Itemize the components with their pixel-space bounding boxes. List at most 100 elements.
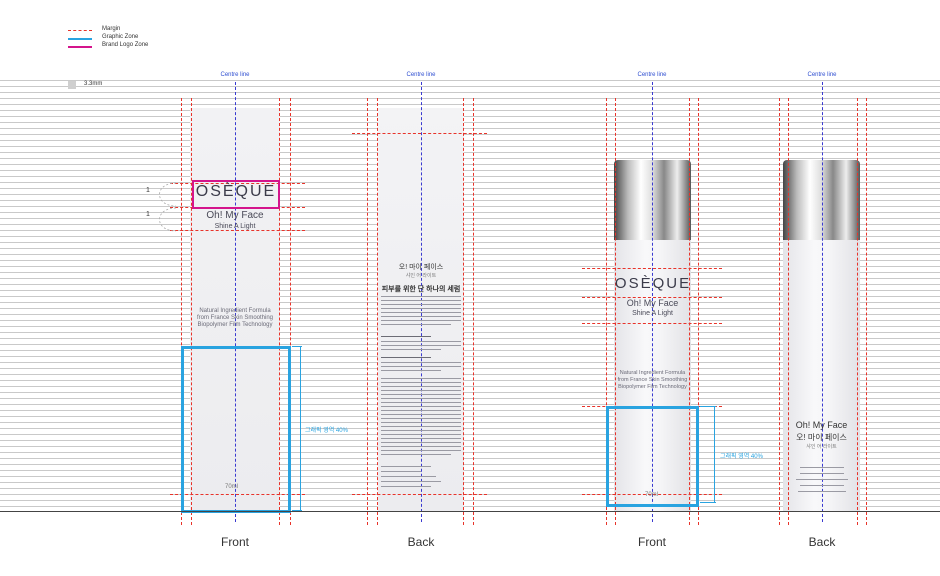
box-front-centre-label: Centre line <box>220 72 250 78</box>
box-front-brand: OSÈQUE <box>195 183 277 200</box>
text-line <box>381 308 461 309</box>
text-line <box>381 398 461 399</box>
bottle-front-centre-line <box>652 82 653 522</box>
legend-logo-swatch <box>68 46 92 48</box>
description-line: Biopolymer Film Technology <box>197 322 273 328</box>
text-line <box>381 406 461 407</box>
bottle-front-margin <box>698 98 699 525</box>
text-line <box>381 446 461 447</box>
text-line <box>381 341 461 342</box>
box-front-centre-line <box>235 82 236 522</box>
text-line <box>381 476 436 477</box>
dimension-tick <box>292 346 302 347</box>
box-back-centre-line <box>421 82 422 522</box>
bottle-back-subtitle: 샤인 어 라이트 <box>806 444 837 450</box>
dimension-tick <box>292 510 302 511</box>
bottle-back-cap <box>783 160 860 240</box>
scale-label: 3.3mm <box>84 81 103 87</box>
bottle-front-dimension-line <box>714 406 715 502</box>
box-front-margin <box>170 183 305 184</box>
bottle-front-centre-label: Centre line <box>637 72 667 78</box>
text-line <box>381 366 461 367</box>
text-line <box>381 349 441 350</box>
text-line <box>381 438 461 439</box>
text-line <box>381 434 461 435</box>
text-line <box>798 491 846 492</box>
ground-line <box>0 511 940 512</box>
text-line <box>381 486 431 487</box>
box-front-description: Natural Ingredient Formula from France S… <box>185 308 285 329</box>
bottle-back-centre-line <box>822 82 823 522</box>
text-line <box>381 300 461 301</box>
legend-graphic-label: Graphic Zone <box>102 34 139 40</box>
bottle-front-tagline: Shine A Light <box>632 310 673 317</box>
box-back-margin <box>352 494 487 495</box>
text-line <box>381 422 461 423</box>
text-line <box>381 426 461 427</box>
bottle-front-description: Natural Ingredient Formula from France S… <box>604 370 701 391</box>
text-line <box>381 410 461 411</box>
description-line: Natural Ingredient Formula <box>619 370 686 376</box>
box-front-tagline: Shine A Light <box>214 223 256 230</box>
text-line <box>381 481 441 482</box>
box-back-margin <box>367 98 368 525</box>
description-line: Biopolymer Film Technology <box>618 384 687 390</box>
box-back-margin <box>377 98 378 525</box>
bottle-back-margin <box>788 98 789 525</box>
bottle-back-name: Oh! My Face <box>795 420 848 430</box>
box-front-volume: 70ml <box>225 484 239 490</box>
text-line <box>381 378 461 379</box>
text-line <box>381 414 461 415</box>
text-line <box>381 430 461 431</box>
text-line <box>381 394 461 395</box>
text-line <box>381 304 461 305</box>
bottle-back-body <box>783 240 860 511</box>
text-line <box>381 471 421 472</box>
box-back-subtitle: 샤인 어 라이트 <box>405 273 437 279</box>
box-back-margin <box>473 98 474 525</box>
bottle-front-brand: OSÈQUE <box>614 275 692 292</box>
box-back-headline: 피부를 위한 단 하나의 세럼 <box>381 286 461 293</box>
bottle-front-margin <box>615 98 616 525</box>
text-line <box>381 336 431 337</box>
bottle-back-view-label: Back <box>808 535 836 549</box>
bottle-back-margin <box>866 98 867 525</box>
box-front-graphic-label: 그래픽 영역 40% <box>305 428 348 434</box>
legend-logo-label: Brand Logo Zone <box>102 42 149 48</box>
bottle-front-volume: 70ml <box>645 492 659 498</box>
bottle-front-view-label: Front <box>637 535 666 549</box>
dimension-tick <box>700 406 716 407</box>
text-line <box>381 466 431 467</box>
text-line <box>381 312 461 313</box>
box-back-margin <box>352 133 487 134</box>
bottle-front-name: Oh! My Face <box>626 298 679 308</box>
legend-graphic-swatch <box>68 38 92 40</box>
text-line <box>381 324 451 325</box>
spacing-brackets <box>159 182 177 232</box>
box-back-centre-label: Centre line <box>406 72 436 78</box>
text-line <box>381 370 441 371</box>
box-front-margin <box>279 98 280 525</box>
text-line <box>381 382 461 383</box>
text-line <box>381 362 461 363</box>
scale-swatch <box>68 81 76 89</box>
bottle-front-graphic-label: 그래픽 영역 40% <box>720 454 763 460</box>
description-line: from France Skin Smoothing <box>196 315 274 321</box>
box-front-margin <box>170 230 305 231</box>
box-front-dimension-line <box>300 346 301 510</box>
text-line <box>381 402 461 403</box>
box-front-margin <box>181 98 182 525</box>
text-line <box>381 386 461 387</box>
spacing-mark: 1 <box>146 211 150 218</box>
box-front-logo-zone <box>192 180 280 209</box>
dimension-tick <box>700 502 716 503</box>
spacing-mark: 1 <box>146 187 150 194</box>
text-line <box>381 450 461 451</box>
bottle-front-margin <box>689 98 690 525</box>
legend-margin-swatch <box>68 30 92 31</box>
box-front-name: Oh! My Face <box>206 210 264 221</box>
description-line: from France Skin Smoothing <box>617 377 688 383</box>
text-line <box>800 473 844 474</box>
bottle-back-margin <box>857 98 858 525</box>
bottle-back-title: 오! 마이 페이스 <box>796 433 847 442</box>
